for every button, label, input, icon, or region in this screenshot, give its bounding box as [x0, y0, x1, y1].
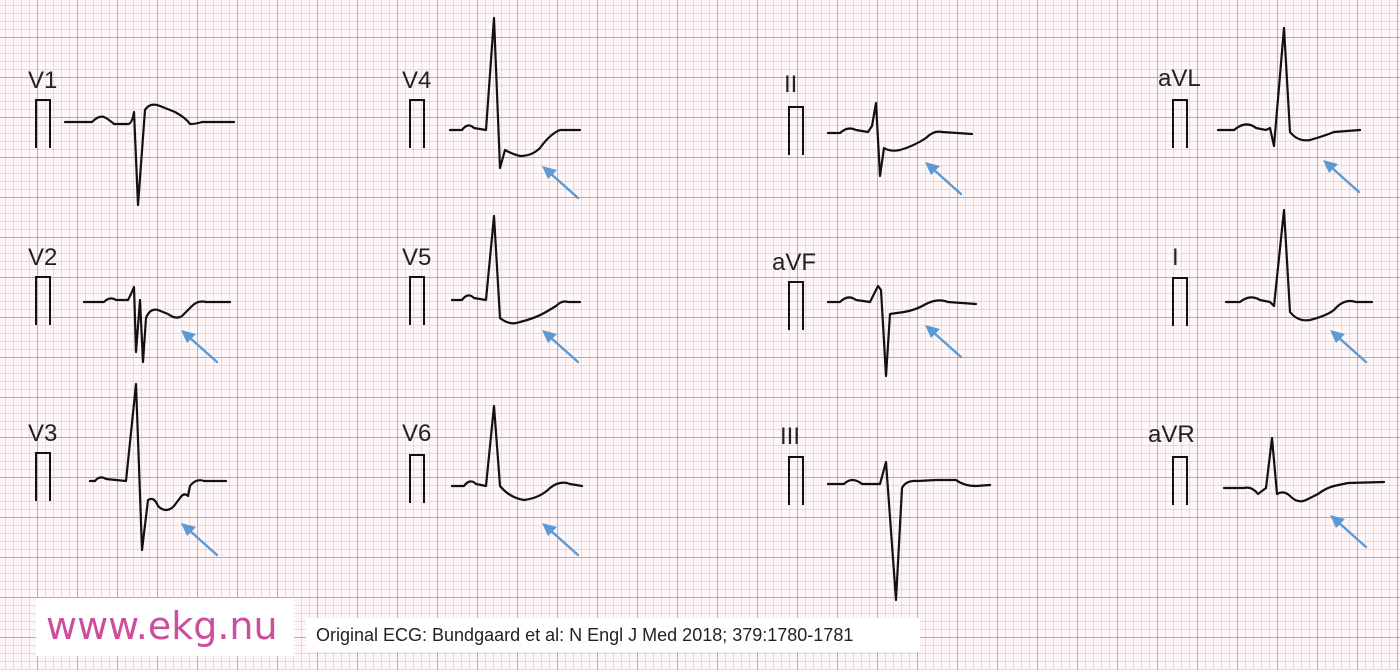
trace-avr: [1222, 436, 1386, 503]
arrow-icon: [925, 325, 940, 338]
lead-label-v5: V5: [402, 244, 431, 271]
arrow-icon: [181, 330, 196, 343]
st-arrow: [925, 162, 963, 196]
arrow-shaft: [187, 528, 219, 557]
arrow-shaft: [548, 528, 580, 557]
st-arrow: [1330, 515, 1368, 549]
lead-v2: V2: [28, 244, 232, 364]
arrow-icon: [1330, 330, 1345, 343]
st-arrow: [542, 523, 580, 557]
lead-label-avf: aVF: [772, 249, 816, 276]
lead-v6: V6: [402, 404, 584, 557]
calibration-pulse: [788, 106, 804, 155]
trace-v1: [63, 103, 236, 207]
calibration-pulse: [35, 276, 51, 325]
lead-v5: V5: [402, 214, 582, 364]
trace-i: [1224, 208, 1374, 322]
lead-ii: II: [784, 71, 974, 196]
arrow-icon: [181, 523, 196, 536]
citation-background: [306, 618, 920, 652]
calibration-pulse: [409, 99, 425, 148]
calibration-pulse: [35, 452, 51, 501]
lead-avf: aVF: [772, 249, 978, 378]
lead-label-avl: aVL: [1158, 65, 1201, 92]
st-arrow: [542, 330, 580, 364]
arrow-icon: [1330, 515, 1345, 528]
arrow-icon: [542, 523, 557, 536]
calibration-pulse: [788, 281, 804, 330]
calibration-pulse: [409, 276, 425, 325]
lead-label-v2: V2: [28, 244, 57, 271]
lead-label-v3: V3: [28, 420, 57, 447]
lead-label-v4: V4: [402, 67, 431, 94]
calibration-pulse: [1172, 277, 1188, 326]
arrow-icon: [542, 330, 557, 343]
arrow-shaft: [1329, 165, 1361, 194]
trace-iii: [826, 460, 992, 602]
arrow-icon: [542, 166, 557, 179]
lead-label-i: I: [1172, 244, 1179, 271]
lead-avr: aVR: [1148, 421, 1386, 549]
st-arrow: [925, 325, 963, 359]
calibration-pulse: [1172, 456, 1188, 505]
st-arrow: [542, 166, 580, 200]
arrow-shaft: [548, 171, 580, 200]
arrow-icon: [925, 162, 940, 175]
lead-label-ii: II: [784, 71, 797, 98]
arrow-shaft: [931, 167, 963, 196]
lead-v4: V4: [402, 16, 582, 200]
trace-avl: [1216, 26, 1362, 148]
trace-v2: [82, 285, 232, 364]
lead-label-v6: V6: [402, 420, 431, 447]
lead-iii: III: [780, 423, 992, 602]
lead-v1: V1: [28, 67, 236, 207]
trace-v5: [450, 214, 582, 325]
lead-i: I: [1172, 208, 1374, 364]
calibration-pulse: [409, 454, 425, 503]
arrow-shaft: [548, 335, 580, 364]
st-arrow: [181, 330, 219, 364]
arrow-shaft: [1336, 520, 1368, 549]
lead-label-v1: V1: [28, 67, 57, 94]
trace-v6: [450, 404, 584, 502]
arrow-icon: [1323, 160, 1338, 173]
st-arrow: [1323, 160, 1361, 194]
trace-v3: [88, 382, 228, 552]
trace-v4: [448, 16, 582, 170]
calibration-pulse: [1172, 99, 1188, 148]
site-watermark: www.ekg.nu: [46, 604, 278, 648]
calibration-pulse: [788, 456, 804, 505]
arrow-shaft: [1336, 335, 1368, 364]
arrow-shaft: [187, 335, 219, 364]
lead-label-iii: III: [780, 423, 800, 450]
lead-avl: aVL: [1158, 26, 1362, 194]
st-arrow: [1330, 330, 1368, 364]
lead-label-avr: aVR: [1148, 421, 1195, 448]
source-citation: Original ECG: Bundgaard et al: N Engl J …: [316, 625, 854, 645]
trace-ii: [826, 101, 974, 178]
arrow-shaft: [931, 330, 963, 359]
calibration-pulse: [35, 99, 51, 148]
watermark-background: [36, 598, 294, 656]
trace-avf: [826, 284, 978, 378]
lead-v3: V3: [28, 382, 228, 557]
st-arrow: [181, 523, 219, 557]
